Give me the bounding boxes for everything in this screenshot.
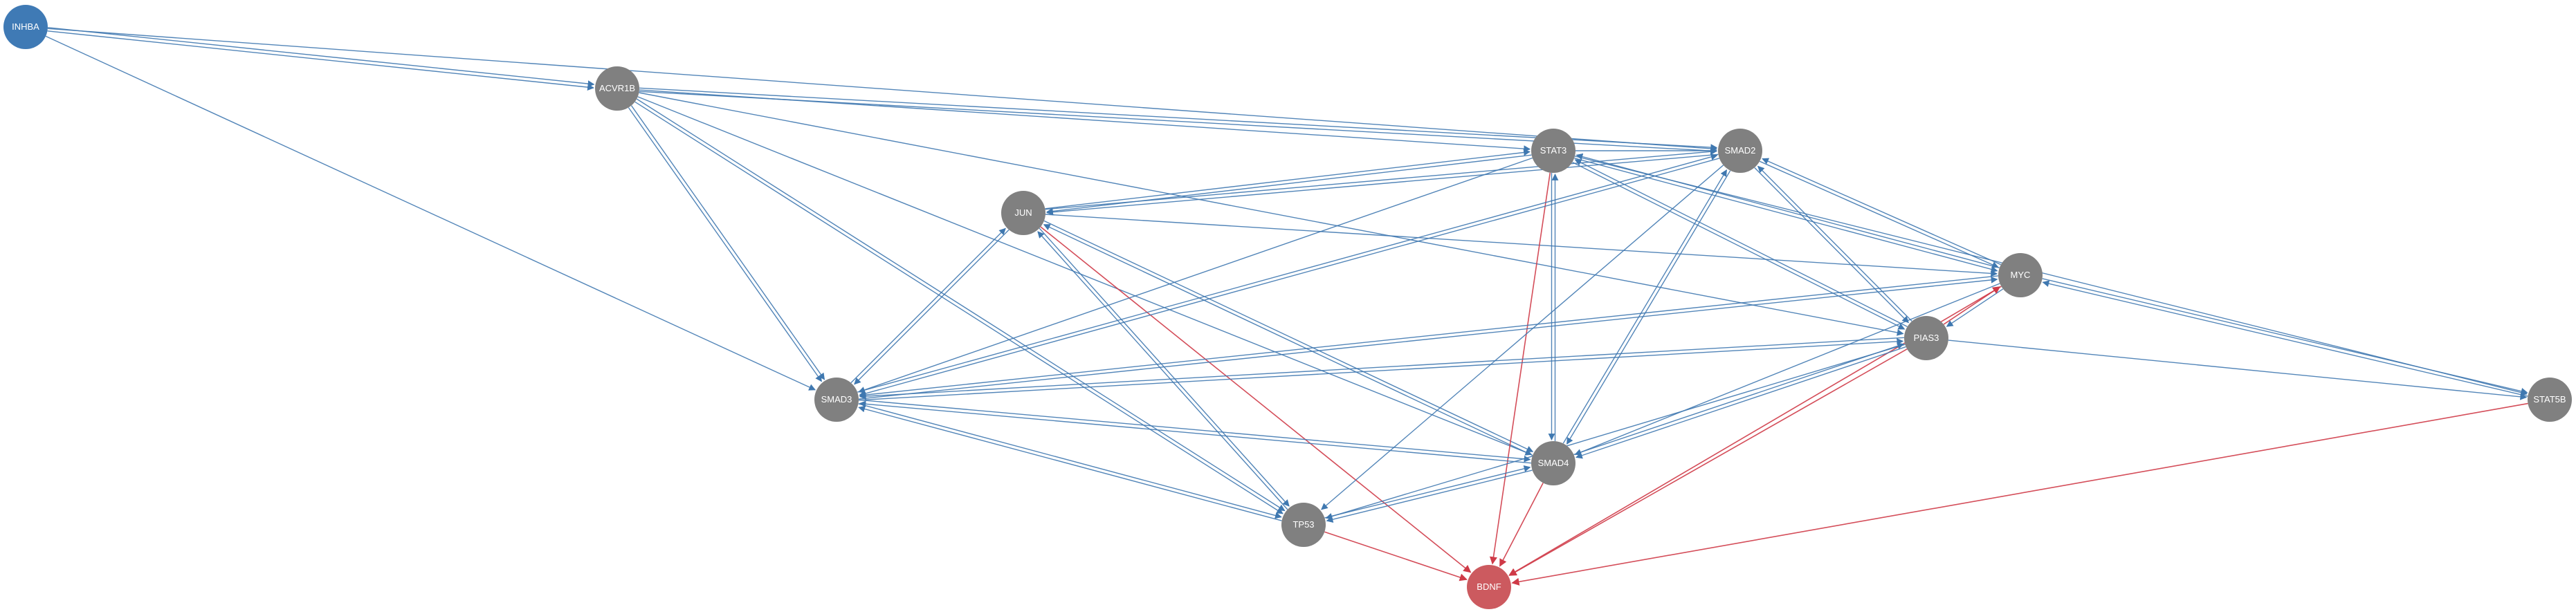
node-pias3[interactable]: PIAS3 xyxy=(1904,316,1948,360)
node-stat3[interactable]: STAT3 xyxy=(1531,129,1575,173)
node-circle[interactable] xyxy=(1904,316,1948,360)
edge-inhba-to-smad3 xyxy=(45,35,816,391)
edge-acvr1b-to-tp53 xyxy=(636,98,1286,512)
node-label: TP53 xyxy=(1292,519,1314,530)
edge-stat3-to-pias3 xyxy=(1572,161,1906,330)
edge-inhba-to-acvr1b xyxy=(47,30,594,91)
edge-pias3-to-stat3 xyxy=(1574,159,1908,328)
node-circle[interactable] xyxy=(1531,441,1575,485)
edge-smad4-to-pias3 xyxy=(1573,342,1904,456)
node-inhba[interactable]: INHBA xyxy=(3,5,48,49)
edge-jun-to-bdnf xyxy=(1040,226,1472,573)
edge-jun-to-stat3 xyxy=(1045,149,1531,210)
edge-inhba-to-acvr1b xyxy=(48,27,595,87)
edge-jun-to-smad2 xyxy=(1045,148,1717,210)
node-label: MYC xyxy=(2011,270,2031,280)
edge-smad2-to-jun xyxy=(1046,154,1719,216)
edge-pias3-to-smad2 xyxy=(1757,165,1912,322)
edge-smad2-to-smad4 xyxy=(1566,170,1731,445)
node-tp53[interactable]: TP53 xyxy=(1281,503,1326,547)
edge-stat3-to-myc xyxy=(1574,158,1998,273)
edge-smad4-to-bdnf xyxy=(1499,483,1544,567)
node-jun[interactable]: JUN xyxy=(1001,191,1045,235)
edge-acvr1b-to-smad4 xyxy=(637,96,1533,456)
node-label: BDNF xyxy=(1477,582,1501,592)
edge-smad3-to-pias3 xyxy=(859,338,1904,401)
node-circle[interactable] xyxy=(1718,129,1762,173)
node-label: ACVR1B xyxy=(599,83,635,93)
edge-pias3-to-bdnf xyxy=(1508,348,1908,576)
edge-smad3-to-myc xyxy=(859,277,1998,400)
edge-acvr1b-to-tp53 xyxy=(634,101,1284,514)
node-label: SMAD2 xyxy=(1725,145,1756,156)
edge-tp53-to-smad4 xyxy=(1324,465,1531,519)
edge-tp53-to-jun xyxy=(1037,231,1288,510)
node-circle[interactable] xyxy=(595,66,639,111)
edge-myc-to-stat5b xyxy=(2042,278,2528,395)
node-label: JUN xyxy=(1014,207,1032,218)
edge-smad2-to-smad3 xyxy=(859,158,1719,397)
node-label: INHBA xyxy=(12,21,39,32)
edge-tp53-to-smad3 xyxy=(858,405,1282,521)
edge-smad4-to-smad2 xyxy=(1562,169,1728,444)
node-label: SMAD3 xyxy=(821,394,852,404)
node-circle[interactable] xyxy=(814,378,859,422)
edge-stat5b-to-bdnf xyxy=(1511,402,2528,586)
node-smad4[interactable]: SMAD4 xyxy=(1531,441,1575,485)
edge-myc-to-smad3 xyxy=(859,275,1998,398)
edge-smad2-to-myc xyxy=(1759,160,1999,268)
node-circle[interactable] xyxy=(1001,191,1045,235)
edge-smad3-to-smad4 xyxy=(859,399,1531,463)
node-myc[interactable]: MYC xyxy=(1998,253,2043,297)
edge-myc-to-pias3 xyxy=(1946,288,2004,327)
edges-layer xyxy=(45,27,2528,586)
node-stat5b[interactable]: STAT5B xyxy=(2528,378,2572,422)
edge-jun-to-smad3 xyxy=(854,229,1010,385)
edge-acvr1b-to-smad3 xyxy=(628,107,822,382)
node-label: STAT3 xyxy=(1540,145,1567,156)
edge-pias3-to-stat5b xyxy=(1948,339,2528,400)
node-label: STAT5B xyxy=(2533,394,2566,404)
node-circle[interactable] xyxy=(1467,565,1511,609)
node-circle[interactable] xyxy=(2528,378,2572,422)
node-circle[interactable] xyxy=(1531,129,1575,173)
edge-smad4-to-smad3 xyxy=(859,400,1531,464)
node-label: PIAS3 xyxy=(1914,333,1939,343)
edge-stat3-to-stat5b xyxy=(1574,156,2528,396)
node-smad2[interactable]: SMAD2 xyxy=(1718,129,1762,173)
edge-pias3-to-smad3 xyxy=(859,337,1904,400)
edge-acvr1b-to-smad3 xyxy=(630,105,825,380)
edge-stat5b-to-myc xyxy=(2042,280,2528,397)
node-acvr1b[interactable]: ACVR1B xyxy=(595,66,639,111)
edge-jun-to-myc xyxy=(1045,214,1998,277)
edge-inhba-to-smad2 xyxy=(47,28,1718,152)
edge-tp53-to-bdnf xyxy=(1324,531,1468,582)
edge-smad3-to-jun xyxy=(850,227,1006,384)
edge-smad3-to-smad2 xyxy=(857,154,1718,393)
edge-stat3-to-bdnf xyxy=(1489,172,1551,565)
node-smad3[interactable]: SMAD3 xyxy=(814,378,859,422)
node-label: SMAD4 xyxy=(1538,458,1569,468)
edge-myc-to-smad4 xyxy=(1574,283,2000,456)
node-circle[interactable] xyxy=(1998,253,2043,297)
node-bdnf[interactable]: BDNF xyxy=(1467,565,1511,609)
edge-stat3-to-smad3 xyxy=(858,157,1533,393)
node-circle[interactable] xyxy=(3,5,48,49)
edge-smad2-to-tp53 xyxy=(1321,165,1724,510)
node-circle[interactable] xyxy=(1281,503,1326,547)
edge-smad2-to-pias3 xyxy=(1754,167,1909,324)
edge-pias3-to-tp53 xyxy=(1325,344,1906,520)
edge-smad3-to-tp53 xyxy=(858,403,1282,519)
edge-pias3-to-smad4 xyxy=(1575,346,1906,459)
edge-jun-to-smad4 xyxy=(1043,220,1534,452)
edge-acvr1b-to-pias3 xyxy=(639,92,1904,336)
edge-smad4-to-jun xyxy=(1043,224,1533,456)
edge-myc-to-smad2 xyxy=(1762,158,2002,266)
edge-smad4-to-tp53 xyxy=(1326,469,1533,523)
